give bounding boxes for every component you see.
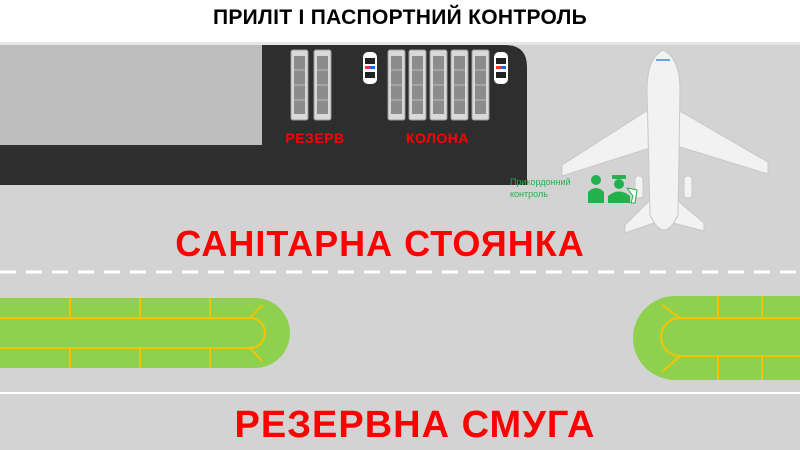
border-guard-icon xyxy=(588,175,638,204)
bus-icon xyxy=(408,49,427,121)
bus-icon xyxy=(290,49,309,121)
bus-icon xyxy=(471,49,490,121)
border-control-label-line2: контроль xyxy=(510,189,548,199)
title-bar xyxy=(0,0,800,42)
marking-right-inner xyxy=(660,317,800,357)
border-control-label-line1: Прикордонний xyxy=(510,177,571,187)
bus-icon xyxy=(313,49,332,121)
grass-island-left xyxy=(0,298,290,368)
marking-left-ticks xyxy=(69,298,263,368)
bus-icon xyxy=(429,49,448,121)
reserve-label: РЕЗЕРВ xyxy=(285,130,345,146)
police-car-icon xyxy=(363,52,377,84)
diagram-title: ПРИЛІТ І ПАСПОРТНИЙ КОНТРОЛЬ xyxy=(212,6,588,29)
airplane-icon xyxy=(561,49,769,234)
reserve-buses xyxy=(290,49,332,121)
column-buses xyxy=(387,49,490,121)
marking-left-inner xyxy=(0,317,266,349)
column-label: КОЛОНА xyxy=(405,130,470,146)
marking-right-ticks xyxy=(661,296,763,380)
police-car-icon xyxy=(494,52,508,84)
reserve-lane-label: РЕЗЕРВНА СМУГА xyxy=(234,404,596,446)
bus-icon xyxy=(387,49,406,121)
terminal-block xyxy=(0,45,262,145)
bus-icon xyxy=(450,49,469,121)
sanitary-parking-label: САНІТАРНА СТОЯНКА xyxy=(175,223,585,264)
title-separator xyxy=(0,42,800,45)
grass-island-right xyxy=(633,296,800,380)
